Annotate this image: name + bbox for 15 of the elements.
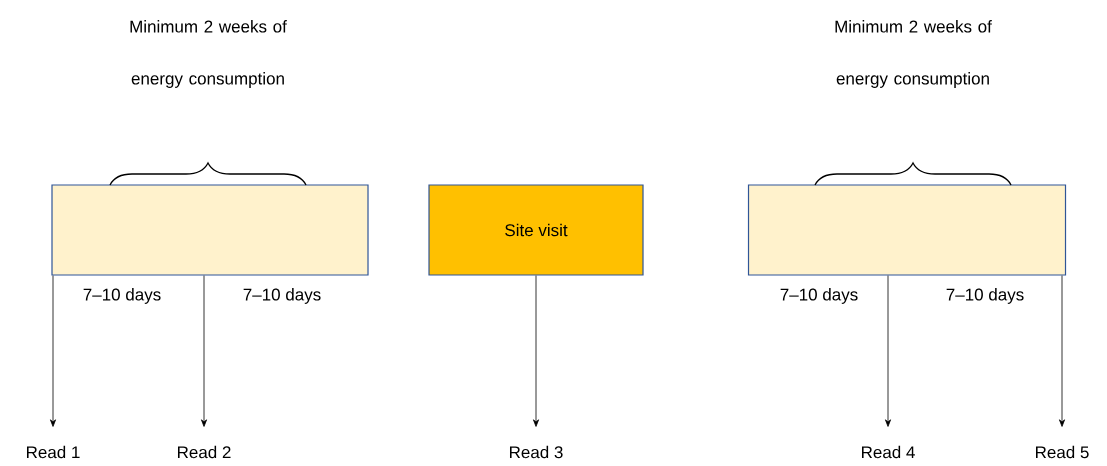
arrow <box>533 275 539 427</box>
read-label: Read 2 <box>178 445 231 459</box>
arrow <box>885 275 891 427</box>
brace-label: Minimum 2 weeks of energy consumption <box>130 20 287 88</box>
arrow <box>1059 275 1065 427</box>
read-label: Read 4 <box>862 445 915 459</box>
arrow <box>50 275 56 427</box>
read-label: Read 1 <box>27 445 80 459</box>
read-label: Read 5 <box>1036 445 1089 459</box>
period-bar <box>747 184 1067 276</box>
brace-label: Minimum 2 weeks of energy consumption <box>835 20 992 88</box>
arrow <box>201 275 207 427</box>
period-bar <box>51 184 369 276</box>
process-box: Site visit <box>428 184 644 276</box>
read-label: Read 3 <box>510 445 563 459</box>
